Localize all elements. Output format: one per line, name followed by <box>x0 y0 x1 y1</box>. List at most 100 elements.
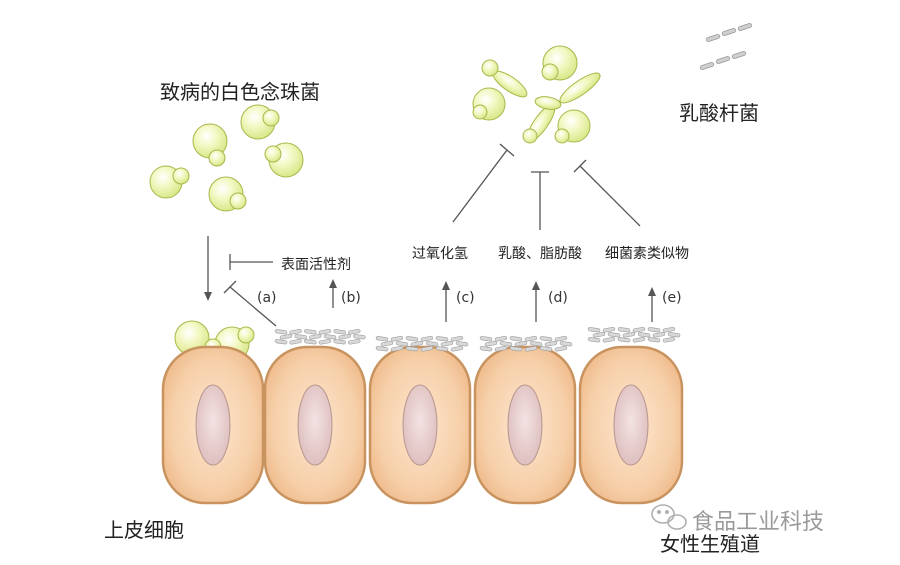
epithelial-cell <box>473 345 577 505</box>
lactobacillus-rod <box>494 345 508 352</box>
lactobacillus-rod <box>390 335 404 342</box>
mechanism-d-label: (d) <box>548 290 568 306</box>
mechanism-c-label: (c) <box>456 290 475 306</box>
mechanism-a-label: (a) <box>257 290 277 306</box>
lactobacillus-rod <box>318 328 332 335</box>
bacteriocin-inhibition <box>573 159 641 227</box>
lactobacillus-rod <box>587 337 601 343</box>
lactobacillus-rod <box>309 333 322 340</box>
lactobacillus-rod <box>455 341 469 347</box>
surfactant-label: 表面活性剂 <box>281 257 351 273</box>
reproductive-tract-label: 女性生殖道 <box>660 532 760 556</box>
lactobacillus-rod <box>420 335 434 342</box>
lactobacillus-rod <box>375 336 389 342</box>
lactobacillus-rod <box>289 338 302 345</box>
watermark-text: 食品工业科技 <box>692 510 825 535</box>
lactobacillus-rod <box>348 338 361 345</box>
lactobacillus-rod <box>607 332 621 338</box>
candida-label: 致病的白色念珠菌 <box>160 80 320 104</box>
lactobacillus-rod <box>390 345 404 352</box>
candida-cluster <box>149 104 304 212</box>
wechat-icon <box>651 504 687 530</box>
lactobacillus-rod <box>632 336 646 343</box>
bacteriocin-label: 细菌素类似物 <box>605 246 689 262</box>
lactobacillus-rod <box>333 339 346 345</box>
lactobacillus-rod <box>435 336 449 342</box>
lactobacillus-rod <box>450 335 464 342</box>
lactobacillus-rod <box>333 329 346 335</box>
lactobacillus-label: 乳酸杆菌 <box>679 101 759 125</box>
lactobacillus-rod <box>652 331 666 338</box>
lactobacillus-rod <box>602 336 616 343</box>
lactobacillus-rod <box>637 332 651 338</box>
lactobacillus-rod <box>395 341 409 347</box>
lactic-fatty-acid-label: 乳酸、脂肪酸 <box>498 246 582 262</box>
lactobacillus-rod <box>353 334 366 340</box>
lactobacillus-rod <box>632 326 646 333</box>
lactobacillus-rod <box>375 346 389 352</box>
surfactant-inhibition <box>229 254 273 270</box>
candida-adhesion-arrow <box>204 236 212 301</box>
lactobacillus-rod <box>479 336 493 342</box>
lactobacillus-rod <box>559 341 573 347</box>
hydrogen-peroxide-label: 过氧化氢 <box>412 246 468 262</box>
epithelial-cell <box>263 345 367 505</box>
lactobacillus-rod <box>289 328 302 335</box>
lactobacillus-rod <box>617 337 631 343</box>
lactobacillus-rod <box>304 339 317 345</box>
lactobacillus-rod <box>440 340 454 347</box>
lactobacillus-rod <box>524 345 538 352</box>
lactobacillus-rod <box>524 335 538 342</box>
lactobacillus-rod <box>323 334 337 340</box>
lactobacillus-rod <box>514 340 528 347</box>
lactobacillus-rod <box>602 326 616 333</box>
lactobacillus-icon <box>699 23 753 70</box>
mechanism-b-label: (b) <box>341 290 361 306</box>
lactobacillus-rod <box>338 333 351 340</box>
peroxide-inhibition <box>452 143 515 223</box>
lactobacillus-rod <box>425 341 439 347</box>
lactobacillus-rod <box>274 329 288 335</box>
lactobacillus-rod <box>622 331 636 338</box>
lactobacillus-rod <box>667 332 681 338</box>
lactobacillus-rod <box>617 327 631 333</box>
lactobacillus-rod <box>405 346 419 352</box>
lactobacillus-rod <box>509 336 523 342</box>
lactobacillus-rod <box>662 326 676 333</box>
lactobacillus-rod <box>420 345 434 352</box>
lactobacillus-rod <box>494 335 508 342</box>
epithelium-label: 上皮细胞 <box>104 518 184 542</box>
lactobacillus-rod <box>539 346 553 352</box>
lactobacillus-rod <box>318 338 332 345</box>
acid-inhibition <box>531 171 549 230</box>
lactobacillus-rod <box>405 336 419 342</box>
arrow-d <box>532 281 540 322</box>
inhibited-candida <box>472 45 601 144</box>
lactobacilli-on-cells <box>274 326 681 352</box>
lactobacillus-rod <box>554 335 568 342</box>
lactobacillus-rod <box>647 327 661 333</box>
arrow-b <box>329 279 337 308</box>
adhesion-inhibition <box>223 280 277 327</box>
lactobacillus-rod <box>592 331 606 338</box>
lactobacillus-rod <box>479 346 493 352</box>
epithelial-cell <box>578 345 684 505</box>
lactobacillus-rod <box>279 333 293 340</box>
lactobacillus-rod <box>499 341 513 347</box>
lactobacillus-rod <box>509 346 523 352</box>
lactobacillus-rod <box>294 334 307 340</box>
epithelial-cell <box>161 345 265 505</box>
lactobacillus-rod <box>529 341 543 347</box>
mechanism-e-label: (e) <box>662 290 682 306</box>
lactobacillus-rod <box>554 345 568 352</box>
arrows <box>204 143 656 327</box>
arrow-e <box>648 287 656 322</box>
lactobacillus-rod <box>484 340 498 347</box>
epithelial-cells <box>161 345 684 505</box>
lactobacillus-rod <box>274 339 288 345</box>
lactobacillus-rod <box>539 336 553 342</box>
lactobacillus-rod <box>380 340 394 347</box>
lactobacillus-rod <box>587 327 601 333</box>
lactobacillus-rod <box>410 340 424 347</box>
